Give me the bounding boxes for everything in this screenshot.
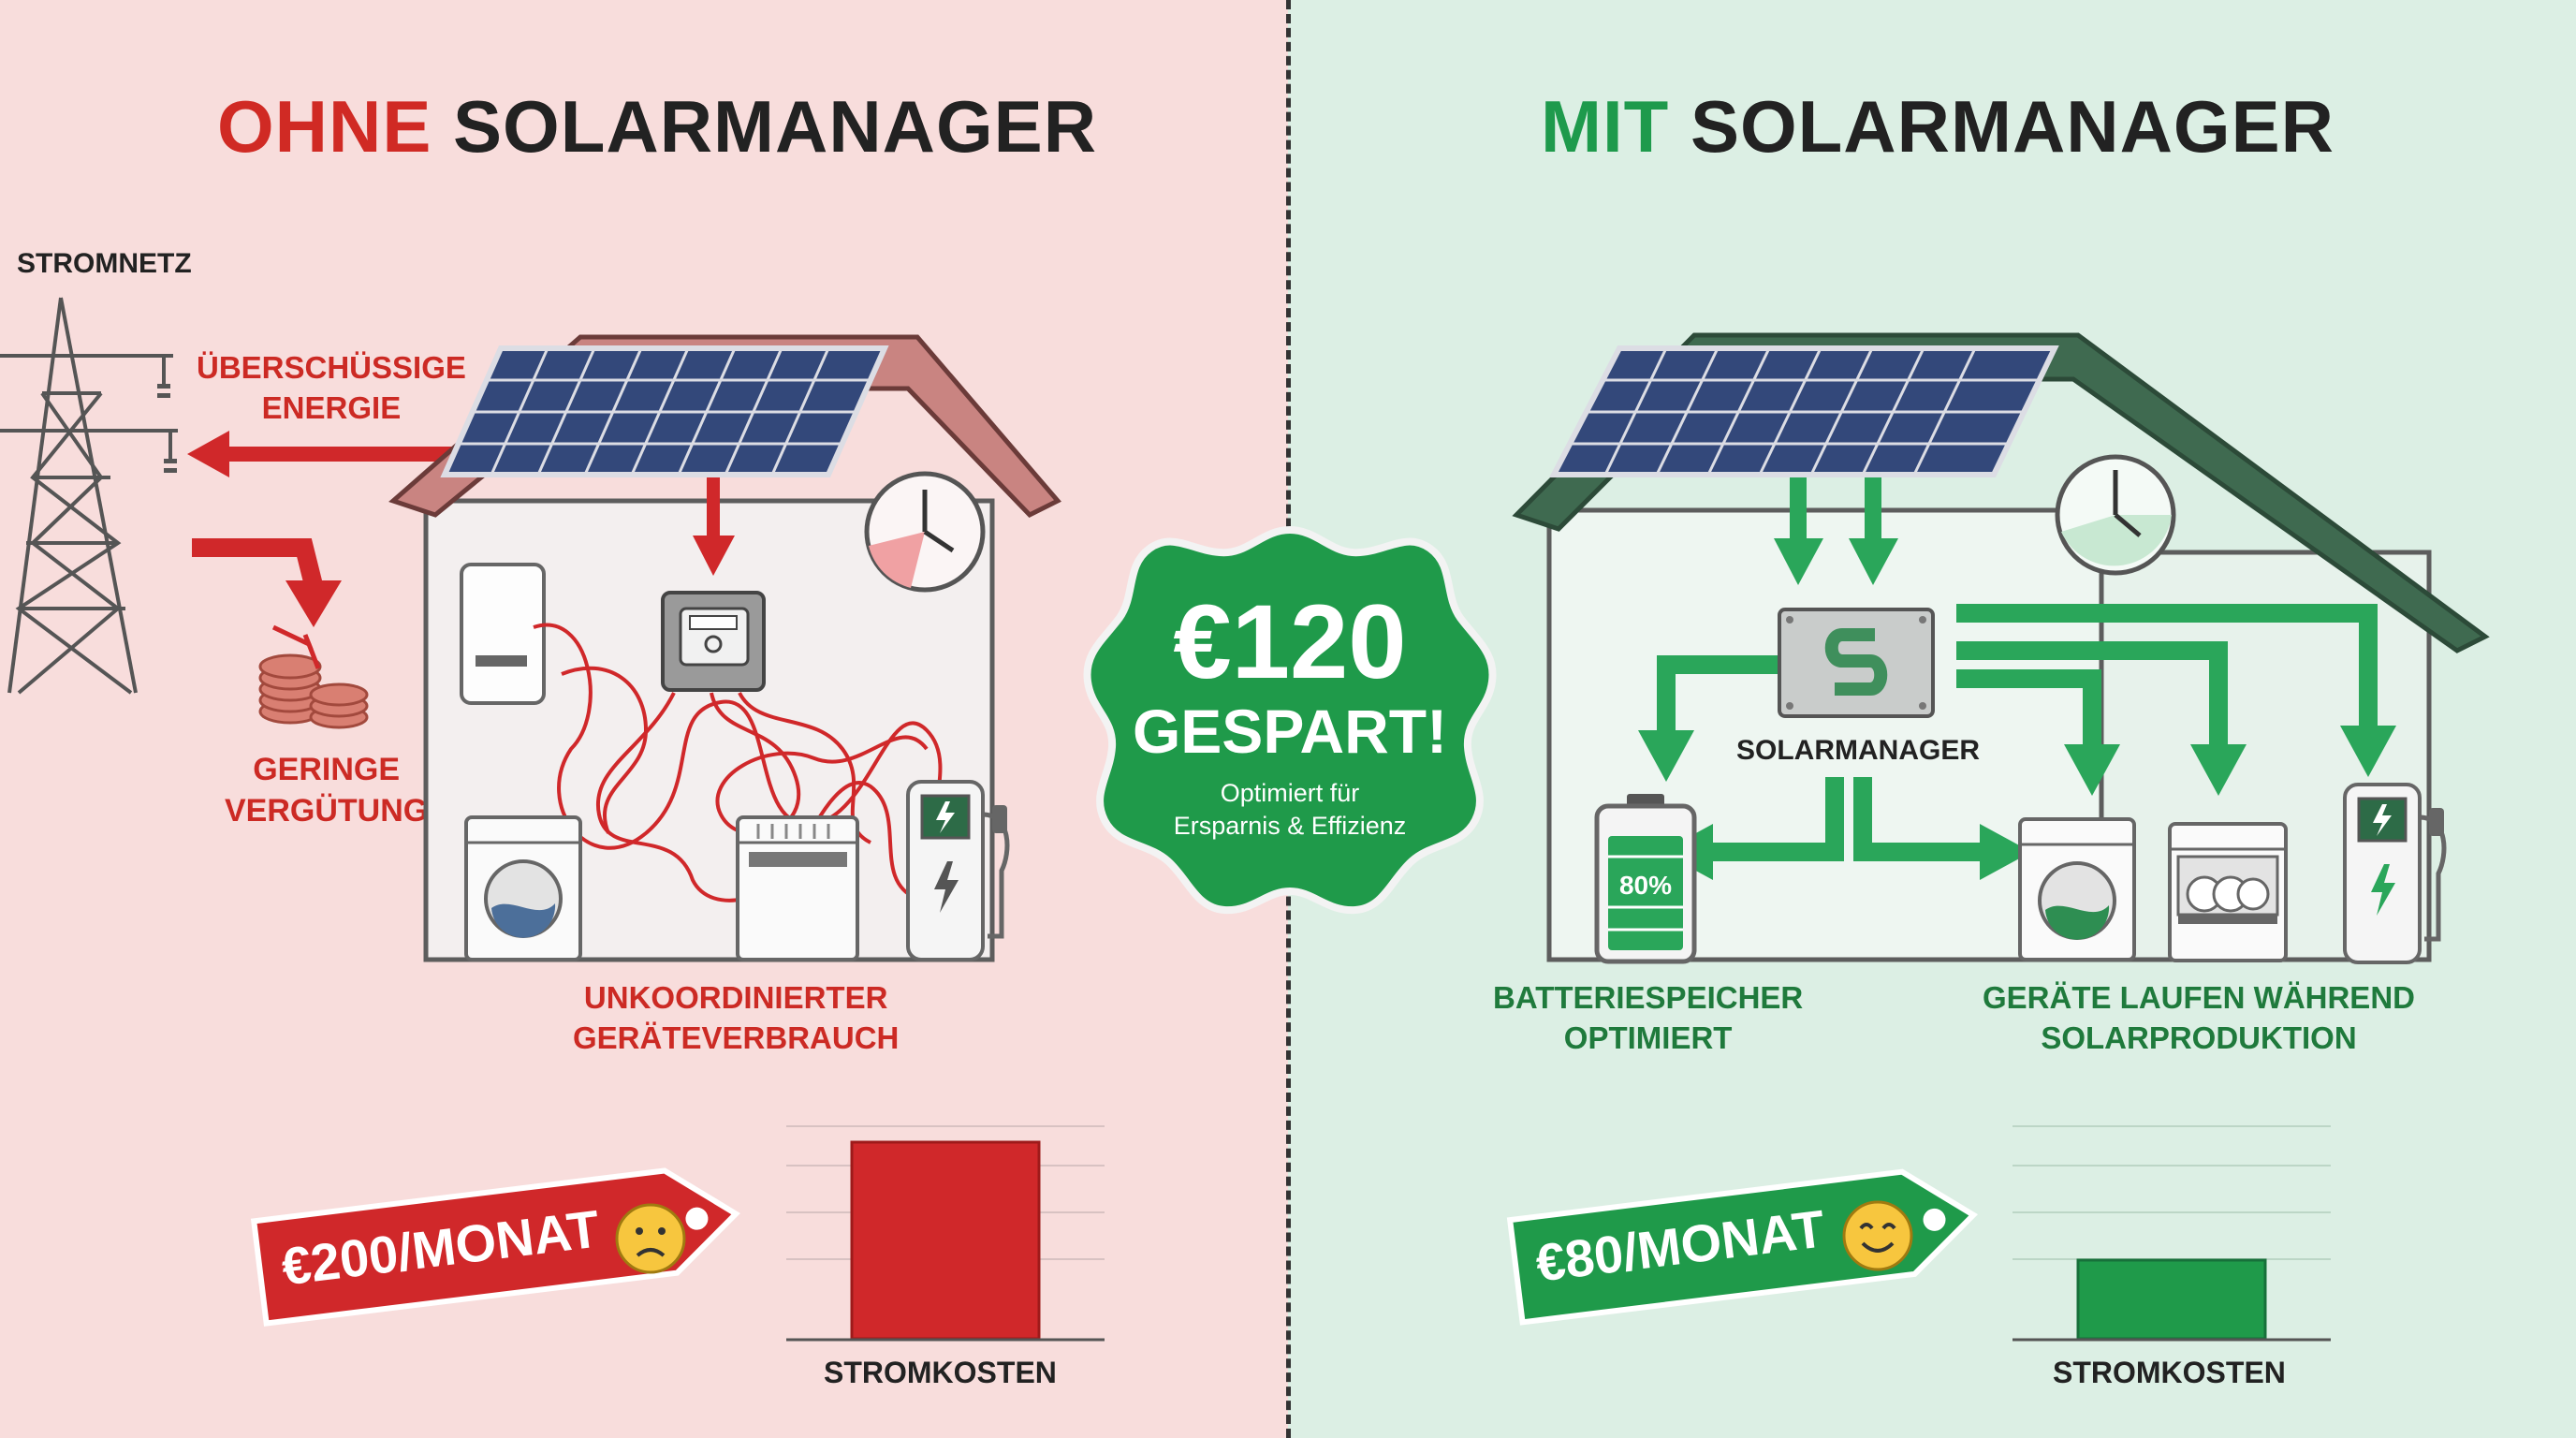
right-title: MIT SOLARMANAGER (1541, 85, 2334, 168)
right-cost-label: STROMKOSTEN (2053, 1356, 2286, 1389)
battery-level: 80% (1618, 871, 1673, 900)
power-tower-icon (0, 297, 178, 695)
solar-panel-icon (440, 345, 889, 477)
solar-panel-icon (1549, 345, 2059, 477)
clock-icon (864, 471, 986, 593)
grid-label: STROMNETZ (17, 248, 192, 279)
left-cost-label: STROMKOSTEN (824, 1356, 1057, 1389)
clock-icon (2055, 454, 2176, 576)
electric-meter-icon (661, 591, 766, 692)
left-price-tag (250, 1167, 740, 1327)
sad-face-icon (615, 1203, 686, 1274)
right-cost-bar (2076, 1258, 2267, 1341)
savings-badge (1083, 525, 1497, 915)
right-cost-chart (2012, 1125, 2331, 1342)
washing-machine-icon (464, 815, 582, 961)
left-cost-bar (850, 1140, 1041, 1341)
left-cost-chart (786, 1125, 1105, 1342)
solar-to-meter-arrow (693, 477, 735, 576)
ev-charger-icon (906, 780, 1010, 961)
dishwasher-icon (2168, 822, 2288, 962)
washing-machine-icon (2018, 817, 2136, 961)
savings-saved: GESPART! (1132, 697, 1448, 766)
solarmanager-logo-icon (1778, 608, 1935, 718)
ev-charger-icon (2343, 783, 2447, 964)
dishwasher-icon (736, 815, 859, 961)
happy-face-icon (1842, 1200, 1913, 1271)
surplus-arrow (187, 431, 454, 477)
green-flow-arrows (1638, 477, 2396, 880)
coins-icon (258, 624, 369, 729)
left-title: OHNE SOLARMANAGER (217, 85, 1098, 168)
low-pay-arrow (192, 538, 342, 627)
solarmanager-label: SOLARMANAGER (1736, 735, 1980, 766)
savings-amount: €120 (1173, 583, 1407, 700)
inverter-icon (460, 563, 546, 705)
battery-icon (1594, 794, 1697, 964)
